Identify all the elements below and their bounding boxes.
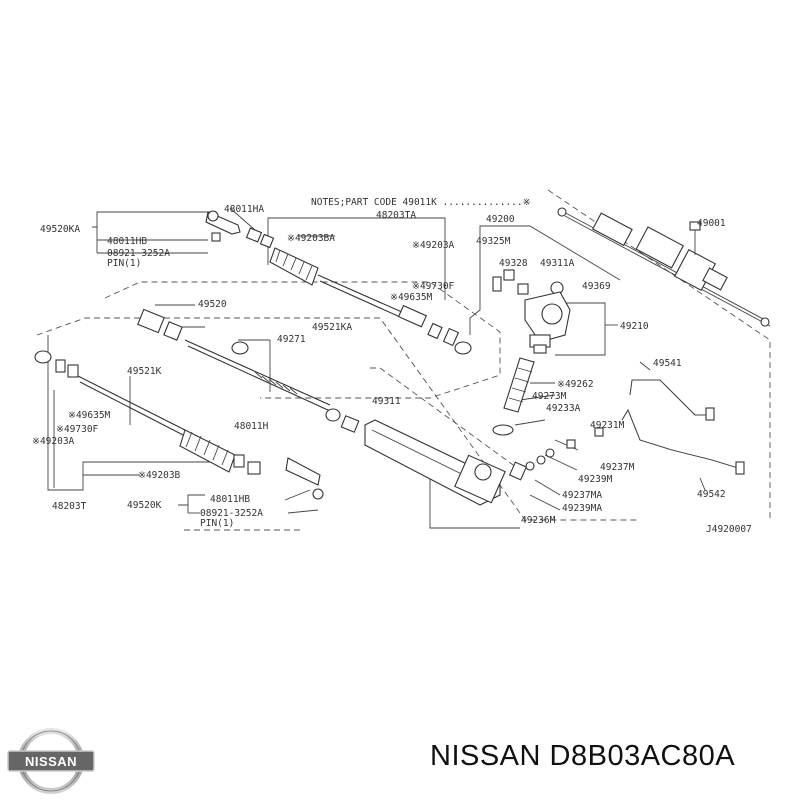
reference-code: J4920007	[706, 524, 752, 535]
label-49200: 49200	[486, 214, 515, 225]
gear-housing-image	[364, 419, 604, 506]
label-49730F-top: ※49730F	[412, 281, 455, 292]
steering-rack-assembly-image	[557, 207, 771, 327]
label-49541: 49541	[653, 358, 682, 369]
label-pin-bottom: PIN(1)	[200, 518, 234, 529]
label-49521KA: 49521KA	[312, 322, 352, 333]
label-49210: 49210	[620, 321, 649, 332]
label-49369: 49369	[582, 281, 611, 292]
rack-bar-group-image	[137, 308, 360, 433]
label-49001: 49001	[697, 218, 726, 229]
label-08921-bottom: 08921-3252A	[200, 508, 263, 519]
notes-part-code: NOTES;PART CODE 49011K ..............※	[311, 197, 531, 208]
label-49231M: 49231M	[590, 420, 625, 431]
label-49203B: ※49203B	[138, 470, 181, 481]
label-49635M-top: ※49635M	[390, 292, 433, 303]
label-08921-top: 08921-3252A	[107, 248, 170, 259]
valve-housing-group-image	[492, 269, 571, 436]
label-48203T: 48203T	[52, 501, 87, 512]
label-49521K: 49521K	[127, 366, 162, 377]
label-48011H: 48011H	[234, 421, 269, 432]
label-49236M: 49236M	[521, 515, 556, 526]
label-49273M: 49273M	[532, 391, 567, 402]
label-49542: 49542	[697, 489, 726, 500]
label-48011HB-top: 48011HB	[107, 236, 147, 247]
dashed-boundaries	[36, 189, 771, 531]
part-labels: 49520KA 48011HA 48011HB 08921-3252A PIN(…	[32, 204, 726, 529]
label-49203A-bottom: ※49203A	[32, 436, 75, 447]
nissan-logo-text: NISSAN	[25, 754, 77, 769]
label-49233A: 49233A	[546, 403, 581, 414]
label-pin-top: PIN(1)	[107, 258, 141, 269]
lower-tie-rod-group-image	[34, 350, 324, 500]
label-49237MA: 49237MA	[562, 490, 602, 501]
label-49635M-bottom: ※49635M	[68, 410, 111, 421]
label-49203BA: ※49203BA	[287, 233, 335, 244]
upper-tie-rod-group-image	[205, 210, 472, 355]
label-48011HA: 48011HA	[224, 204, 264, 215]
label-49311A: 49311A	[540, 258, 575, 269]
label-49328: 49328	[499, 258, 528, 269]
part-number-title: NISSAN D8B03AC80A	[430, 740, 736, 772]
label-49262: ※49262	[557, 379, 594, 390]
label-49271: 49271	[277, 334, 306, 345]
label-49203A-top: ※49203A	[412, 240, 455, 251]
label-48011HB-bottom: 48011HB	[210, 494, 250, 505]
label-49520KA: 49520KA	[40, 224, 80, 235]
label-49239MA: 49239MA	[562, 503, 602, 514]
nissan-logo: NISSAN	[7, 728, 95, 794]
label-49237M: 49237M	[600, 462, 635, 473]
label-48203TA: 48203TA	[376, 210, 416, 221]
hydraulic-lines-image	[621, 379, 745, 475]
label-49520K: 49520K	[127, 500, 162, 511]
label-49520: 49520	[198, 299, 227, 310]
label-49311: 49311	[372, 396, 401, 407]
label-49730F-bottom: ※49730F	[56, 424, 99, 435]
label-49325M: 49325M	[476, 236, 511, 247]
label-49239M: 49239M	[578, 474, 613, 485]
